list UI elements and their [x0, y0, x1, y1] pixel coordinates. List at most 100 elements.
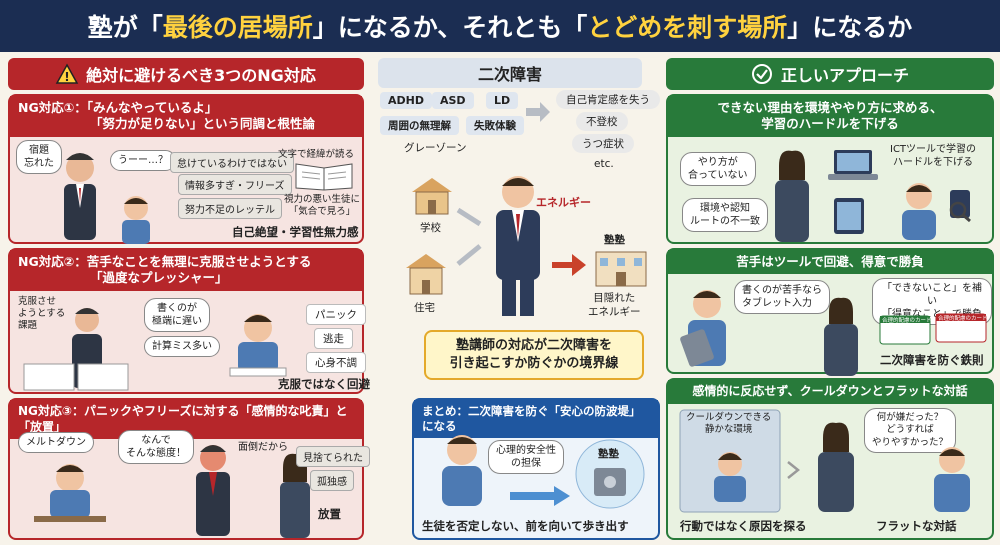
ng2-bubble-2: 計算ミス多い — [144, 336, 220, 357]
approach-card-3: 感情的に反応せず、クールダウンとフラットな対話 クールダウンできる 静かな環境 … — [666, 378, 994, 540]
page-title: 塾が「最後の居場所」になるか、それとも「とどめを刺す場所」になるか — [0, 0, 1000, 52]
school-label: 学校 — [420, 222, 441, 234]
juku-building-icon — [594, 248, 648, 290]
a3-footer-1: 行動ではなく原因を探る — [680, 519, 807, 533]
ng1-title: NG対応①：「みんなやっているよ」「努力が足りない」という同調と根性論 — [10, 96, 362, 137]
ng1-book-label: 文字で経緯が読る — [278, 149, 355, 160]
tag-ld: LD — [486, 92, 519, 109]
title-highlight-2: とどめを刺す場所 — [587, 13, 788, 42]
home-label: 住宅 — [414, 302, 435, 314]
svg-text:!: ! — [64, 70, 69, 84]
laptop-icon — [828, 148, 878, 186]
a3-title: 感情的に反応せず、クールダウンとフラットな対話 — [668, 380, 992, 404]
ng2-left-label: 克服させ ようとする 課題 — [18, 296, 66, 331]
ng1-bubble-u: うーー…？ — [110, 150, 176, 171]
ng-card-1: NG対応①：「みんなやっているよ」「努力が足りない」という同調と根性論 宿題 忘… — [8, 94, 364, 244]
arrow-right-icon — [526, 102, 550, 126]
juku-label: 塾塾 — [604, 234, 625, 246]
angry-teacher-icon — [50, 148, 110, 244]
approach-card-1: できない理由を環境ややり方に求める、 学習のハードルを下げる やり方が 合ってい… — [666, 94, 994, 244]
effect-1: 自己肯定感を失う — [556, 90, 660, 109]
ng3-result-1: 見捨てられた — [296, 446, 370, 467]
ng1-bubble-forgot: 宿題 忘れた — [16, 140, 62, 174]
arrow-in-icon — [456, 200, 486, 274]
summary-footer: 生徒を否定しない、前を向いて歩き出す — [422, 519, 629, 533]
ng1-footer: 自己絶望・学習性無力感 — [232, 225, 359, 239]
ng2-title: NG対応②：苦手なことを無理に克服させようとする「過度なプレッシャー」 — [10, 250, 362, 291]
tablet-student-icon — [678, 284, 736, 372]
magnifier-icon — [946, 188, 976, 226]
a1-bubble-2: 環境や認知 ルートの不一致 — [682, 198, 768, 232]
a2-title: 苦手はツールで回避、得意で勝負 — [668, 250, 992, 275]
effect-3: うつ症状 — [572, 134, 634, 153]
school-icon — [410, 176, 454, 220]
sad-student-icon — [114, 192, 158, 248]
center-header: 二次障害 — [378, 58, 642, 88]
ng-header-label: 絶対に避けるべき3つのNG対応 — [86, 66, 316, 85]
tag-adhd: ADHD — [380, 92, 432, 109]
summary-bubble: 心理的安全性 の担保 — [488, 440, 564, 474]
quiet-room-icon — [678, 408, 782, 518]
home-icon — [404, 252, 448, 300]
ng-card-2: NG対応②：苦手なことを無理に克服させようとする「過度なプレッシャー」 克服させ… — [8, 248, 370, 396]
ng1-point-2: 情報多すぎ・フリーズ — [178, 174, 292, 195]
title-part: 」になるか、それとも「 — [312, 13, 588, 42]
ng3-bubble-bother: 面倒だから — [238, 442, 288, 453]
ng2-bubble-1: 書くのが 極端に遅い — [144, 298, 210, 332]
happy-student-icon — [894, 178, 944, 244]
grayzone-label: グレーゾーン — [404, 142, 467, 154]
ng3-bubble-meltdown: メルトダウン — [18, 432, 94, 453]
energy-label: エネルギー — [536, 196, 591, 209]
a1-bubble-1: やり方が 合っていない — [680, 152, 756, 186]
tag-asd: ASD — [432, 92, 474, 109]
a3-bubble: 何が嫌だった？ どうすれば やりやすかった？ — [864, 408, 957, 454]
worksheet-icon — [22, 362, 132, 396]
ng-header: ! 絶対に避けるべき3つのNG対応 — [8, 58, 364, 90]
right-header: 正しいアプローチ — [666, 58, 994, 90]
effect-2: 不登校 — [576, 112, 628, 131]
ng3-result-3: 放置 — [318, 507, 341, 521]
check-circle-icon — [751, 63, 773, 85]
ng1-note: 視力の悪い生徒に 「気合で見ろ」 — [284, 194, 361, 217]
a2-card-1: 合理的配慮のカード — [882, 318, 932, 324]
crying-student-icon — [30, 454, 110, 538]
book-icon — [294, 160, 354, 194]
summary-arrow-icon — [510, 486, 570, 510]
calm-student-icon — [922, 442, 982, 518]
ng1-point-3: 努力不足のレッテル — [178, 198, 282, 219]
energy-arrow-icon — [552, 254, 586, 280]
advising-teacher-icon — [816, 296, 866, 380]
a2-bubble-1: 書くのが苦手なら タブレット入力 — [734, 280, 830, 314]
ng2-result-3: 心身不調 — [306, 352, 366, 373]
accommodation-card-icon — [879, 312, 988, 350]
a2-card-2: 合理的配慮のカード — [938, 316, 988, 322]
tag-misunderstanding: 周囲の無理解 — [380, 116, 459, 135]
ng3-bubble-angry: なんで そんな態度！ — [118, 430, 194, 464]
confident-student-icon — [432, 430, 492, 514]
ng1-point-1: 怠けているわけではない — [170, 152, 294, 173]
supportive-teacher-icon — [766, 148, 818, 246]
ng2-footer: 克服ではなく回避 — [278, 377, 370, 391]
boundary-callout: 塾講師の対応が二次障害を 引き起こすか防ぐかの境界線 — [424, 330, 644, 380]
right-header-label: 正しいアプローチ — [780, 66, 909, 85]
listening-teacher-icon — [808, 420, 864, 518]
struggling-student-icon — [226, 308, 290, 382]
summary-juku-label: 塾塾 — [598, 448, 619, 460]
summary-card: まとめ：二次障害を防ぐ「安心の防波堤」になる 心理的安全性 の担保 塾塾 生徒を… — [412, 398, 660, 540]
exhausted-student-icon — [478, 168, 558, 322]
title-part: 」になるか — [787, 13, 913, 42]
tag-failure: 失敗体験 — [466, 116, 524, 135]
ng2-result-2: 逃走 — [314, 328, 353, 349]
a3-footer-2: フラットな対話 — [876, 519, 957, 533]
a3-room-label: クールダウンできる 静かな環境 — [686, 412, 772, 435]
approach-card-2: 苦手はツールで回避、得意で勝負 書くのが苦手なら タブレット入力 「できないこと… — [666, 248, 994, 376]
hidden-energy-label: 目隠れた エネルギー — [588, 292, 641, 318]
summary-title: まとめ：二次障害を防ぐ「安心の防波堤」になる — [414, 400, 658, 438]
tablet-icon — [832, 196, 866, 240]
shouting-teacher-icon — [188, 440, 238, 540]
ng3-result-2: 孤独感 — [310, 470, 354, 491]
ng-card-3: NG対応③：パニックやフリーズに対する「感情的な叱責」と「放置」 メルトダウン … — [8, 398, 370, 540]
effect-etc: etc. — [594, 158, 614, 170]
a1-title: できない理由を環境ややり方に求める、 学習のハードルを下げる — [668, 96, 992, 137]
a2-footer: 二次障害を防ぐ鉄則 — [880, 353, 984, 367]
